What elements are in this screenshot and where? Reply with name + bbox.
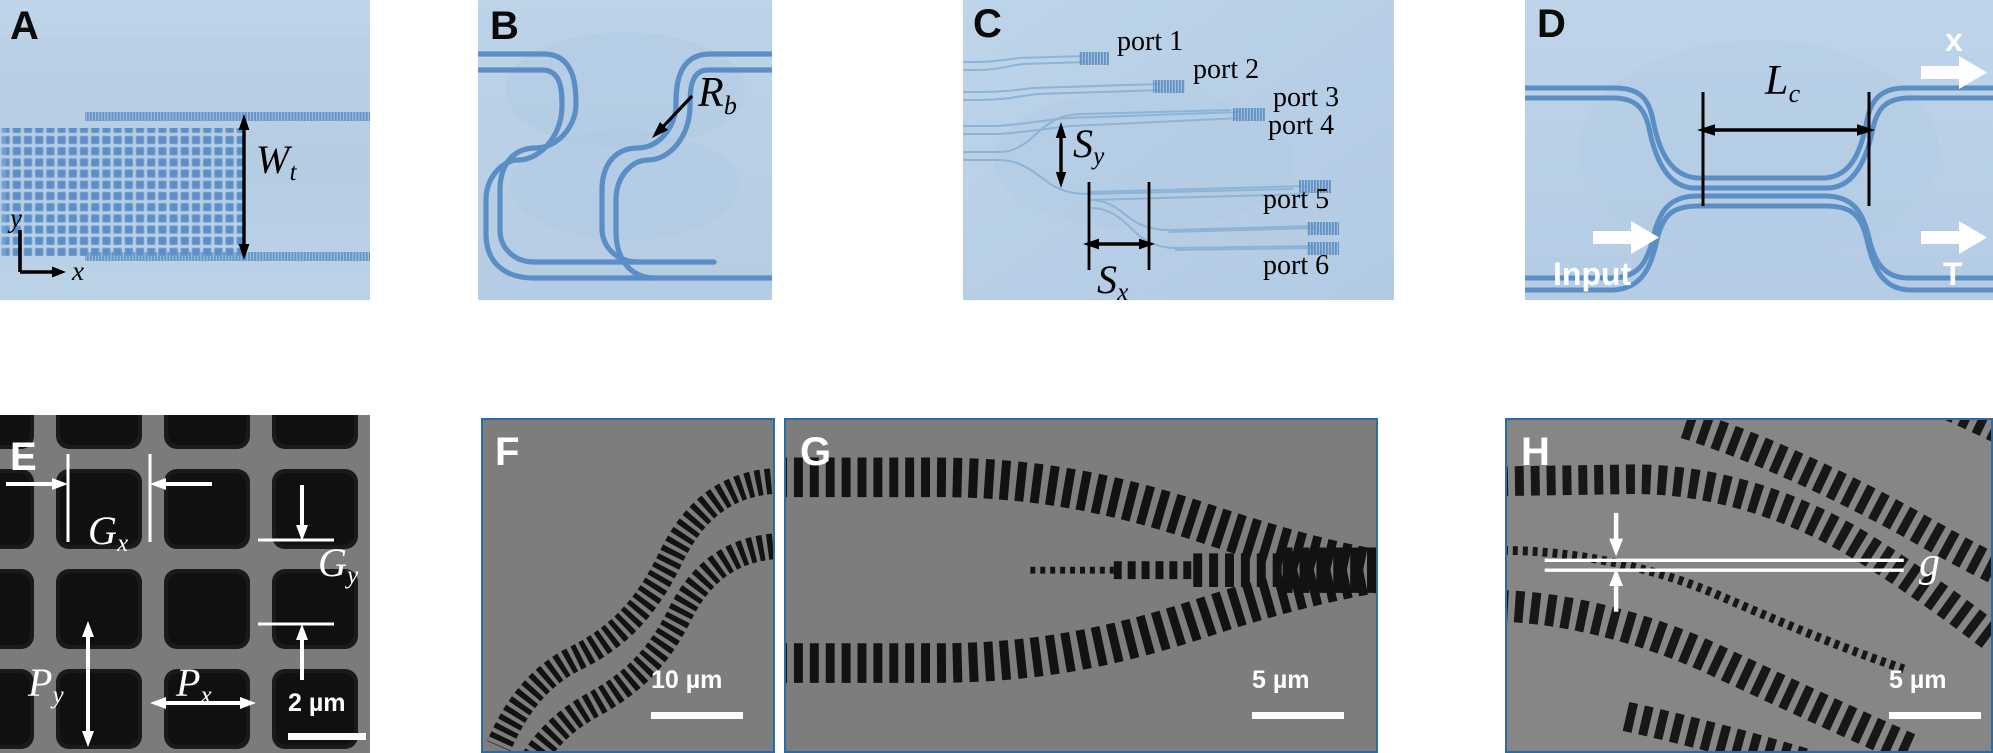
panel-e: Gx Gy Py Px 2 µm E <box>0 415 370 753</box>
panel-b: Rb B <box>478 0 772 300</box>
panel-c-port-2-label: port 2 <box>1193 54 1260 85</box>
panel-b-graphics <box>478 0 772 300</box>
panel-d-input-label: Input <box>1553 256 1632 292</box>
panel-h-graphics <box>1507 420 1991 751</box>
panel-e-scalebar-label: 2 µm <box>288 689 346 717</box>
panel-a-wt-label: Wt <box>256 137 297 187</box>
panel-g-letter: G <box>800 430 832 474</box>
panel-e-px-label: Px <box>176 660 212 710</box>
panel-c-sy-label: Sy <box>1073 121 1105 171</box>
panel-h-scalebar-label: 5 µm <box>1889 666 1947 694</box>
panel-a-y-axis-label: y <box>10 203 22 233</box>
panel-c-letter: C <box>973 2 1002 46</box>
panel-h: g 5 µm H <box>1505 418 1993 753</box>
panel-g: 5 µm G <box>784 418 1378 753</box>
panel-b-rb-arrow <box>652 94 694 138</box>
panel-c-port-4-label: port 4 <box>1268 110 1335 141</box>
panel-c-sy-arrow <box>1055 122 1155 270</box>
panel-h-gap-measure <box>1544 512 1904 612</box>
panel-e-graphics <box>0 415 370 753</box>
panel-f-scalebar-label: 10 µm <box>651 666 723 694</box>
panel-h-scalebar <box>1889 712 1981 719</box>
panel-c-port-5-label: port 5 <box>1263 184 1330 215</box>
panel-d-through-label: T <box>1943 256 1963 292</box>
panel-f-letter: F <box>495 430 520 474</box>
panel-d-lc-label: Lc <box>1765 58 1801 108</box>
panel-h-gap-label: g <box>1919 540 1940 586</box>
panel-g-graphics <box>786 420 1376 751</box>
panel-e-gy-label: Gy <box>318 540 359 590</box>
panel-d-lc-measure <box>1697 92 1875 206</box>
panel-f-graphics <box>483 420 773 751</box>
panel-c: Sy Sx port 1 port 2 port 3 port 4 port 5… <box>963 0 1394 300</box>
panel-c-graphics <box>963 0 1394 300</box>
panel-h-letter: H <box>1521 430 1550 474</box>
panel-a-x-axis-label: x <box>72 256 84 286</box>
panel-d: Lc x Input T D <box>1525 0 1993 300</box>
panel-e-scalebar <box>288 733 366 740</box>
panel-d-x-arrow-label: x <box>1945 22 1963 58</box>
panel-d-graphics <box>1525 0 1993 300</box>
panel-g-scalebar-label: 5 µm <box>1252 666 1310 694</box>
panel-f: 10 µm F <box>481 418 775 753</box>
panel-c-port-1-label: port 1 <box>1117 26 1184 57</box>
panel-e-gx-label: Gx <box>88 508 129 558</box>
panel-e-letter: E <box>10 435 37 479</box>
panel-b-letter: B <box>490 4 519 48</box>
panel-a-axes <box>18 230 66 278</box>
panel-a-wt-arrow <box>238 114 250 260</box>
panel-g-scalebar <box>1252 712 1344 719</box>
panel-e-measure-lines <box>6 454 334 747</box>
panel-c-sx-label: Sx <box>1097 257 1129 301</box>
panel-d-letter: D <box>1537 2 1566 46</box>
panel-c-port-3-label: port 3 <box>1273 82 1340 113</box>
panel-d-flow-arrows <box>1593 56 1987 254</box>
panel-a-graphics <box>0 0 370 300</box>
panel-a-letter: A <box>10 4 39 48</box>
panel-e-py-label: Py <box>28 660 64 710</box>
panel-f-scalebar <box>651 712 743 719</box>
panel-c-port-6-label: port 6 <box>1263 250 1330 281</box>
panel-b-rb-label: Rb <box>698 70 737 120</box>
panel-a: Wt y x A <box>0 0 370 300</box>
